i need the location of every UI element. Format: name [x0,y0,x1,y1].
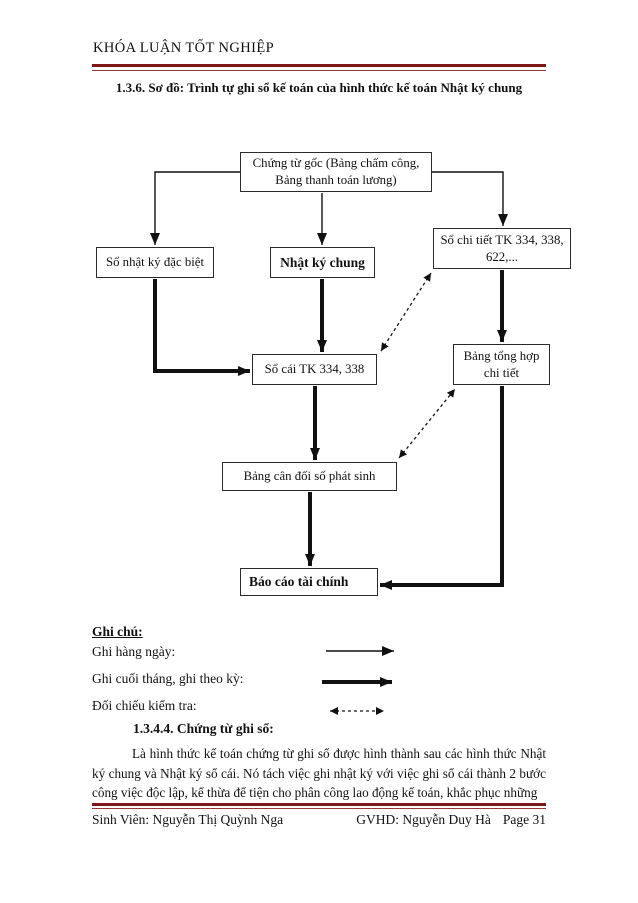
node-bang-can-doi: Bảng cân đối số phát sinh [222,462,397,491]
page-footer: Sinh Viên: Nguyễn Thị Quỳnh Nga GVHD: Ng… [92,812,546,828]
legend-item-check: Đối chiếu kiểm tra: [92,698,197,713]
node-chung-tu-goc: Chứng từ gốc (Bảng chấm công, Bảng thanh… [240,152,432,192]
edge-bangcandoi-bangtonghop-check [398,388,456,459]
edge-bangtonghop-to-baocao [380,386,504,590]
legend-heading: Ghi chú: [92,624,143,639]
footer-advisor: GVHD: Nguyễn Duy Hà [356,812,491,827]
subsection-heading: 1.3.4.4. Chứng từ ghi sổ: [133,721,274,736]
header-rule-thick [92,64,546,67]
edge-chungtu-to-nhatkydacbiet [150,171,240,245]
footer-student: Sinh Viên: Nguyễn Thị Quỳnh Nga [92,812,284,827]
node-so-cai: Sổ cái TK 334, 338 [252,354,377,385]
node-so-chi-tiet: Sổ chi tiết TK 334, 338, 622,... [433,228,571,269]
edge-nhatkydacbiet-to-socai [153,279,250,376]
node-bang-tong-hop: Bảng tổng hợp chi tiết [453,344,550,385]
legend-item-daily: Ghi hàng ngày: [92,644,176,659]
footer-page-number: Page 31 [502,812,546,827]
footer-rule-thick [92,803,546,806]
page-header-title: KHÓA LUẬN TỐT NGHIỆP [93,40,275,56]
node-nhat-ky-chung: Nhật ký chung [270,247,375,278]
edge-chungtu-to-sochitiet [432,171,508,226]
section-title: 1.3.6. Sơ đồ: Trình tự ghi sổ kế toán củ… [115,80,523,95]
footer-gap [491,812,503,828]
legend-item-period: Ghi cuối tháng, ghi theo kỳ: [92,671,244,686]
edge-socai-sochitiet-check [380,272,432,352]
header-rule-thin [92,70,546,71]
node-bao-cao-tai-chinh: Báo cáo tài chính [240,568,378,596]
footer-rule-thin [92,808,546,809]
footer-spacer [283,812,356,828]
node-so-nhat-ky-dac-biet: Sổ nhật ký đặc biệt [96,247,214,278]
body-paragraph: Là hình thức kế toán chứng từ ghi sổ đượ… [92,746,546,800]
